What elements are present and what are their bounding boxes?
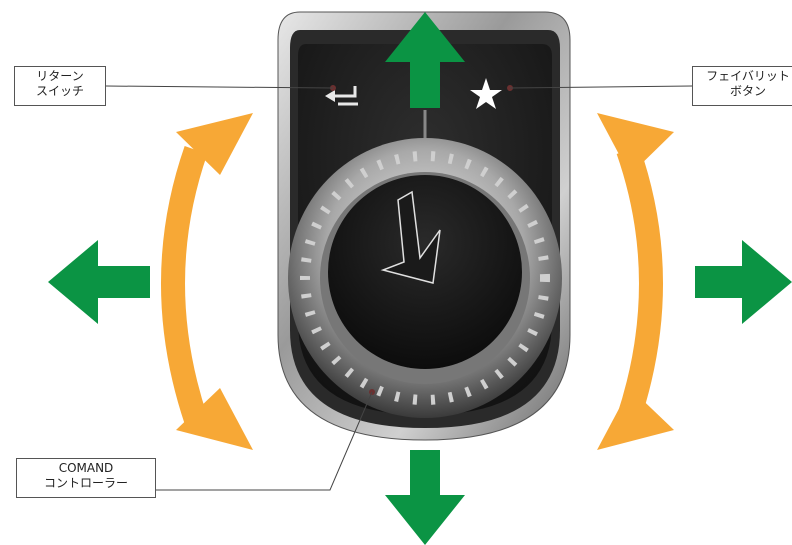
- arrow-left: [48, 240, 150, 324]
- favorite-button-label-line2: ボタン: [697, 84, 792, 99]
- arrow-down: [385, 450, 465, 545]
- comand-controller-label-line1: COMAND: [21, 461, 151, 476]
- favorite-button-label-line1: フェイバリット: [697, 69, 792, 84]
- comand-controller-callout: COMAND コントローラー: [16, 458, 156, 498]
- arrow-right: [695, 240, 792, 324]
- favorite-button-callout: フェイバリット ボタン: [692, 66, 792, 106]
- return-switch-callout: リターン スイッチ: [14, 66, 106, 106]
- rotate-arrow-left: [173, 113, 253, 450]
- rotate-arrow-right: [597, 113, 674, 450]
- return-switch-label-line2: スイッチ: [19, 84, 101, 99]
- comand-controller-label-line2: コントローラー: [21, 476, 151, 491]
- return-switch-label-line1: リターン: [19, 69, 101, 84]
